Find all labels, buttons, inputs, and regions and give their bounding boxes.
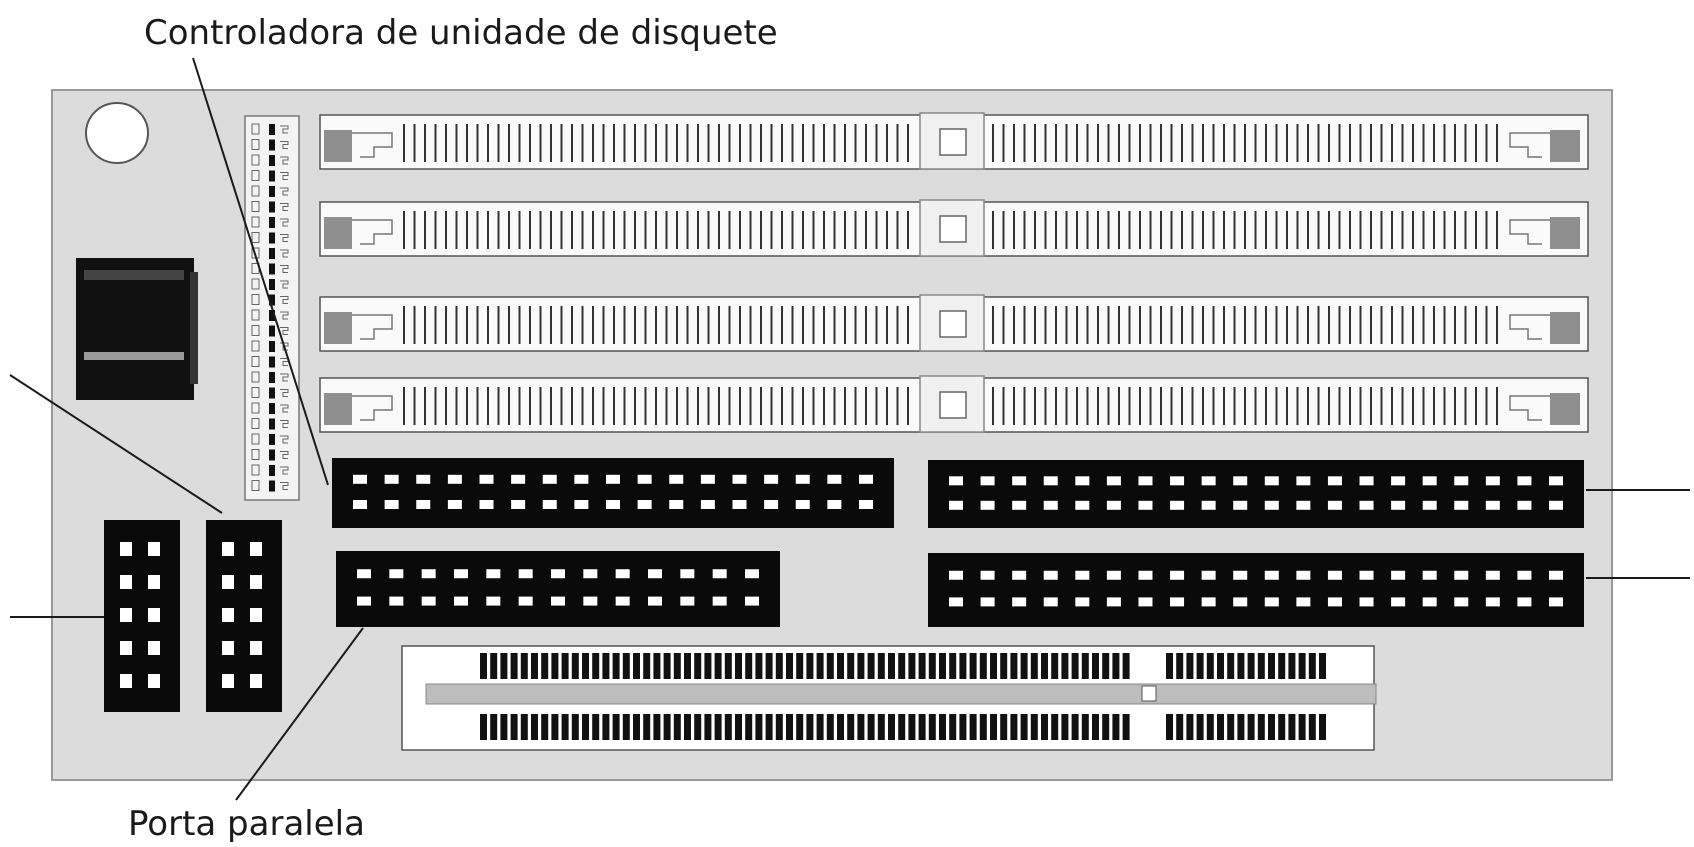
parallel-leader-line [235, 627, 364, 801]
floppy-leader-line [192, 57, 329, 486]
left-upper-leader-line [9, 374, 223, 514]
floppy-controller-label: Controladora de unidade de disquete [144, 13, 778, 53]
serial-header [104, 520, 180, 712]
parallel-header [336, 551, 780, 627]
serial-header [206, 520, 282, 712]
memory-slot [319, 294, 1589, 352]
parallel-port-label: Porta paralela [128, 804, 365, 844]
isa-edge-connector [401, 645, 1377, 751]
memory-slot-group [319, 112, 1589, 433]
ide-primary-header [928, 460, 1584, 528]
floppy-header [332, 458, 894, 528]
memory-slot [319, 375, 1589, 433]
power-connector-icon [76, 258, 198, 400]
idc-header-group [332, 458, 1584, 627]
serial-header-group [104, 520, 282, 712]
mounting-hole-icon [85, 102, 149, 164]
memory-slot [319, 199, 1589, 257]
ide-secondary-header [928, 553, 1584, 627]
memory-slot [319, 112, 1589, 170]
